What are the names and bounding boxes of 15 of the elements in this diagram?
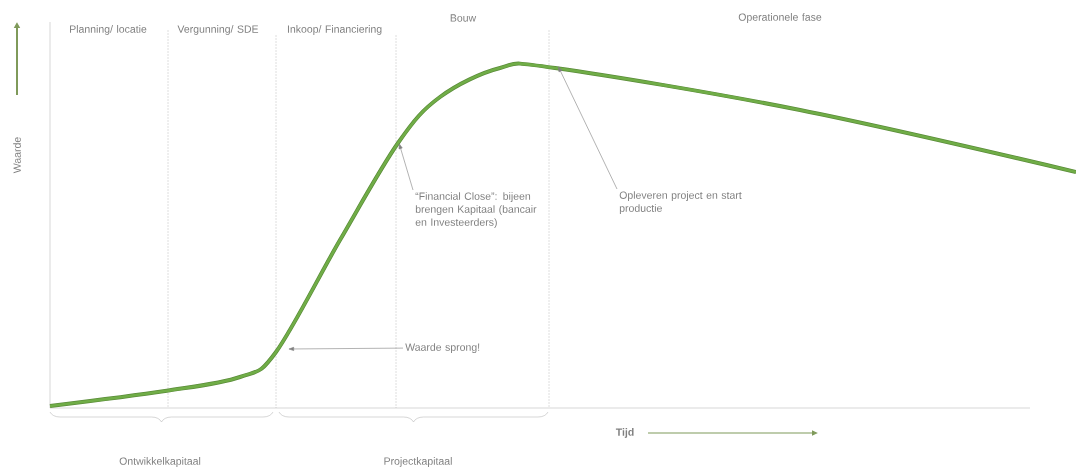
phase-heading: Inkoop/ Financiering	[288, 25, 382, 35]
annotation-text: Opleveren project en start productie	[619, 191, 742, 214]
annotation-text: Waarde sprong!	[405, 343, 480, 353]
phase-heading: Vergunning/ SDE	[177, 25, 259, 35]
brace-label: Projectkapitaal	[384, 457, 452, 467]
annotation-text: “Financial Close”: bijeen brengen Kapitaal (bancair en Investeerders)	[415, 192, 537, 228]
axis-label: Tijd	[615, 428, 634, 438]
phase-heading: Planning/ locatie	[70, 25, 147, 35]
brace-label: Ontwikkelkapitaal	[119, 457, 201, 467]
axis-label: Waarde	[13, 137, 21, 174]
leader-line	[288, 347, 404, 351]
phase-heading: Operationele fase	[738, 13, 822, 23]
phase-heading: Bouw	[450, 14, 477, 22]
leader-line	[398, 143, 414, 191]
leader-line	[558, 66, 618, 190]
